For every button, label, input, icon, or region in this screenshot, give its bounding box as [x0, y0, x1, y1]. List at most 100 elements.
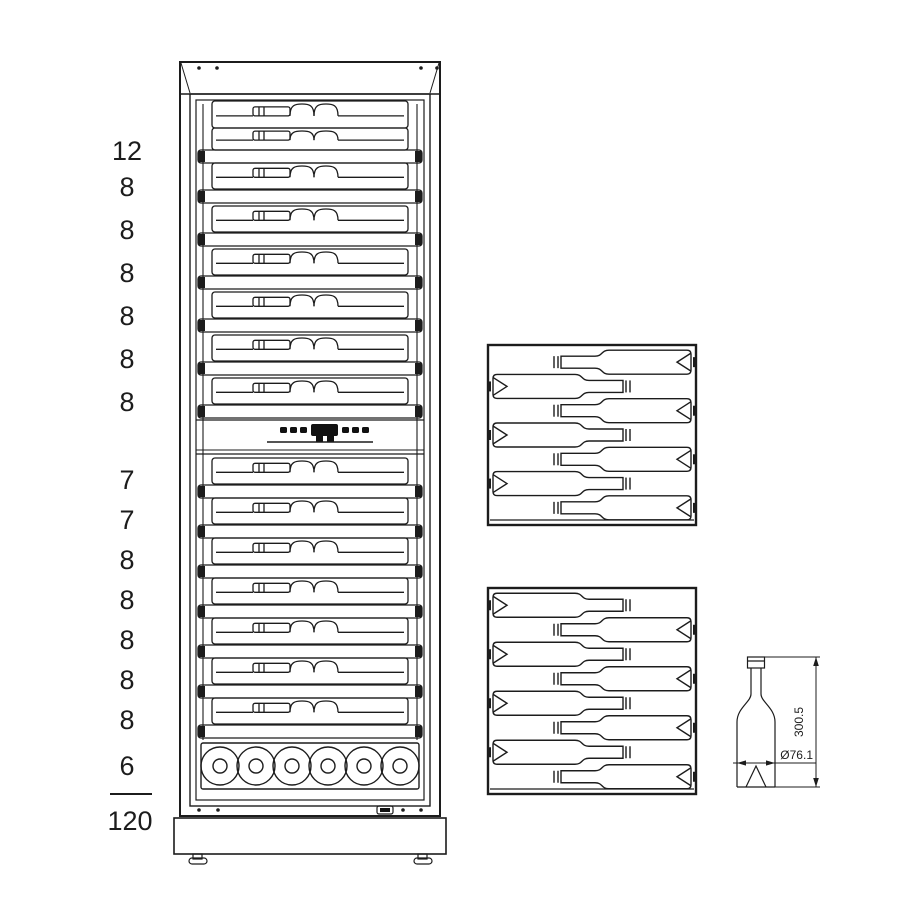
shelf-bar [197, 524, 423, 539]
bottle-shoulder-icon [313, 294, 339, 307]
shelf-bar [197, 684, 423, 699]
rack-bottle-icon [553, 764, 697, 790]
rack-bottle-icon [553, 715, 697, 741]
shelf-clip-icon [415, 151, 422, 162]
shelf-bar [197, 232, 423, 247]
display-leg [327, 436, 334, 442]
bottle-punt-circle [356, 758, 372, 774]
shelf-bar [197, 724, 423, 739]
bottle-punt-circle [212, 758, 228, 774]
bottle-punt-icon [492, 425, 509, 445]
rack-bottle-icon [553, 666, 697, 692]
shelf-clip-icon [415, 606, 422, 617]
bottle-bottom-icon [380, 746, 420, 786]
bottle-shoulder-icon [289, 460, 315, 473]
bottle-row-icon [211, 497, 409, 525]
shelf-clip-icon [415, 191, 422, 202]
button-icon [300, 427, 307, 433]
control-panel [196, 419, 424, 455]
shelf-clip-icon [415, 566, 422, 577]
capacity-count-label: 8 [119, 215, 134, 245]
bottle-shoulder-icon [313, 130, 339, 141]
button-icon [352, 427, 359, 433]
capacity-count-label: 12 [112, 136, 142, 166]
bottle-punt-circle [248, 758, 264, 774]
bottle-shoulder-icon [289, 337, 315, 350]
standing-bottle-row [200, 742, 420, 790]
shelf-bar [197, 361, 423, 376]
shelf-bar-outline [197, 275, 423, 290]
bottle-neck-icon [252, 130, 291, 141]
bottle-body [492, 592, 624, 618]
bottle-outline-icon [736, 668, 776, 787]
bottle-body [560, 715, 692, 741]
shelf-clip-icon [198, 526, 205, 537]
bottle-row-icon [211, 657, 409, 685]
shelf-bar-outline [197, 484, 423, 499]
frame-bevel-left [180, 62, 191, 94]
bottle-body [492, 690, 624, 716]
bottle-punt-circle [392, 758, 408, 774]
bottle-row-icon [211, 127, 409, 151]
shelf-clip-icon [415, 320, 422, 331]
bottle-punt-icon [745, 764, 767, 788]
shelf-clip-icon [198, 363, 205, 374]
bottle-shoulder-icon [289, 380, 315, 393]
bottle-row-outline [211, 617, 409, 645]
standing-tray [200, 742, 420, 790]
bottle-dimension-drawing: 300.5 Ø76.1 [733, 656, 820, 788]
bottle-row-outline [211, 657, 409, 685]
bottle-punt-icon [675, 767, 692, 787]
bottle-body [560, 764, 692, 790]
capacity-count-label: 8 [119, 258, 134, 288]
bottle-row-icon [211, 248, 409, 276]
rack-clip-icon [487, 381, 491, 392]
rack-bottle-icon [553, 495, 697, 521]
arrow-right-icon [766, 760, 775, 766]
bottle-shoulder-icon [289, 700, 315, 713]
capacity-count-label: 8 [119, 172, 134, 202]
bottle-shoulder-icon [289, 130, 315, 141]
bottom-screw-dots [197, 808, 423, 812]
bottle-shoulder-icon [313, 251, 339, 264]
bottle-body [560, 666, 692, 692]
screw-dot [419, 808, 423, 812]
bottle-punt-icon [675, 352, 692, 372]
bottle-punt-icon [492, 473, 509, 494]
rack-clip-icon [693, 673, 697, 684]
rack-bottle-icon [553, 617, 697, 643]
bottle-shoulder-icon [313, 460, 339, 473]
capacity-count-label: 7 [119, 505, 134, 535]
rack-clip-icon [487, 478, 491, 489]
bottle-row-icon [211, 457, 409, 485]
rack-clip-icon [693, 454, 697, 465]
bottle-punt-icon [675, 449, 692, 469]
screw-dot [216, 808, 220, 812]
shelf-clip-icon [198, 686, 205, 697]
bottle-row-icon [211, 697, 409, 725]
shelf-clip-icon [198, 191, 205, 202]
bottle-row-outline [211, 205, 409, 233]
bottle-punt-icon [492, 644, 509, 664]
shelf-clip-icon [198, 151, 205, 162]
bottle-shoulder-icon [313, 208, 339, 221]
bottle-shoulder-icon [313, 700, 339, 713]
capacity-count-label: 8 [119, 625, 134, 655]
bottle-row-outline [211, 334, 409, 362]
bottle-row-outline [211, 127, 409, 151]
shelf-bar-outline [197, 524, 423, 539]
bottle-row-icon [211, 291, 409, 319]
shelf-bar [197, 189, 423, 204]
button-icon [362, 427, 369, 433]
bottle-bottom-icon [236, 746, 276, 786]
bottle-row-icon [211, 205, 409, 233]
bottle-body [560, 349, 692, 375]
rack-bottle-icon [553, 446, 697, 472]
capacity-count-label: 8 [119, 705, 134, 735]
bottle-diameter-label: Ø76.1 [780, 748, 813, 762]
capacity-count-label: 8 [119, 545, 134, 575]
shelf-bar-outline [197, 318, 423, 333]
bottle-shoulder-icon [289, 580, 315, 593]
bottle-punt-icon [492, 742, 509, 762]
